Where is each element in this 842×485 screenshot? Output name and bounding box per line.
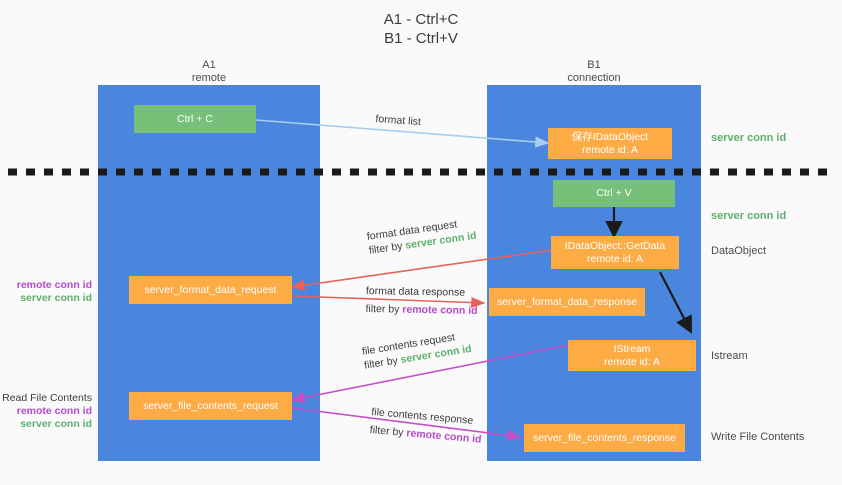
column-a1-sub: remote [191,72,227,84]
annotation-group-format-conn-ids: remote conn id server conn id [0,279,92,305]
edge-label-format-data-response-filter: filter by remote conn id [365,302,477,318]
filter-value-remote-conn-id-2: remote conn id [405,427,482,446]
box-server-format-data-request-label: server_format_data_request [144,283,277,296]
annotation-remote-conn-id-1: remote conn id [16,279,92,291]
edge-label-file-contents-response: file contents response filter by remote … [369,405,483,447]
annotation-server-conn-id-1: server conn id [711,132,787,144]
box-ctrl-c-label: Ctrl + C [177,112,213,125]
edge-label-file-contents-request: file contents request filter by server c… [361,328,473,373]
box-istream-line1: IStream [613,342,651,355]
box-server-format-data-response[interactable]: server_format_data_response [489,288,645,316]
column-b1-sub: connection [567,72,621,84]
title-line-1: A1 - Ctrl+C [383,11,459,28]
box-server-file-contents-response-label: server_file_contents_response [532,431,676,444]
annotation-write-file-contents: Write File Contents [711,431,805,443]
filter-prefix-1: filter by [368,239,407,257]
column-header-a1: A1 remote [98,59,320,85]
annotation-read-file-contents: Read File Contents [2,392,92,404]
column-b1-name: B1 [587,59,601,71]
box-ctrl-c[interactable]: Ctrl + C [134,105,256,133]
box-server-file-contents-request[interactable]: server_file_contents_request [129,392,292,420]
annotation-server-conn-id-2: server conn id [711,210,787,222]
annotation-dataobject: DataObject [711,245,767,257]
column-a1-name: A1 [202,59,216,71]
box-istream-line2: remote id: A [603,355,661,368]
filter-prefix-4: filter by [369,423,407,440]
box-idataobject-getdata[interactable]: IDataObject::GetData remote id: A [551,236,679,269]
filter-prefix-2: filter by [365,302,403,316]
box-save-idataobject-line1: 保存IDataObject [571,130,649,143]
edge-label-format-data-response-main: format data response [365,284,466,299]
edge-label-format-list: format list [375,112,422,129]
box-server-file-contents-response[interactable]: server_file_contents_response [524,424,685,452]
page-title: A1 - Ctrl+C B1 - Ctrl+V [0,10,842,48]
filter-value-remote-conn-id-1: remote conn id [402,303,478,317]
box-idataobject-getdata-line2: remote id: A [586,252,644,265]
box-save-idataobject[interactable]: 保存IDataObject remote id: A [548,128,672,159]
box-ctrl-v-label: Ctrl + V [596,187,632,199]
annotation-server-conn-id-4: server conn id [20,418,92,430]
column-header-b1: B1 connection [487,59,701,85]
box-server-file-contents-request-label: server_file_contents_request [143,399,278,412]
annotation-istream: Istream [711,350,748,362]
annotation-group-read-file-contents: Read File Contents remote conn id server… [0,392,92,431]
annotation-remote-conn-id-2: remote conn id [16,405,92,417]
box-ctrl-v[interactable]: Ctrl + V [553,180,675,207]
box-server-format-data-response-label: server_format_data_response [496,295,638,308]
box-server-format-data-request[interactable]: server_format_data_request [129,276,292,304]
box-idataobject-getdata-line1: IDataObject::GetData [564,239,666,252]
title-line-2: B1 - Ctrl+V [384,30,458,47]
edge-label-format-data-response: format data response filter by remote co… [365,284,478,318]
edge-label-format-data-request: format data request filter by server con… [366,215,477,258]
box-save-idataobject-line2: remote id: A [581,143,639,156]
box-istream[interactable]: IStream remote id: A [568,340,696,371]
annotation-server-conn-id-3: server conn id [20,292,92,304]
